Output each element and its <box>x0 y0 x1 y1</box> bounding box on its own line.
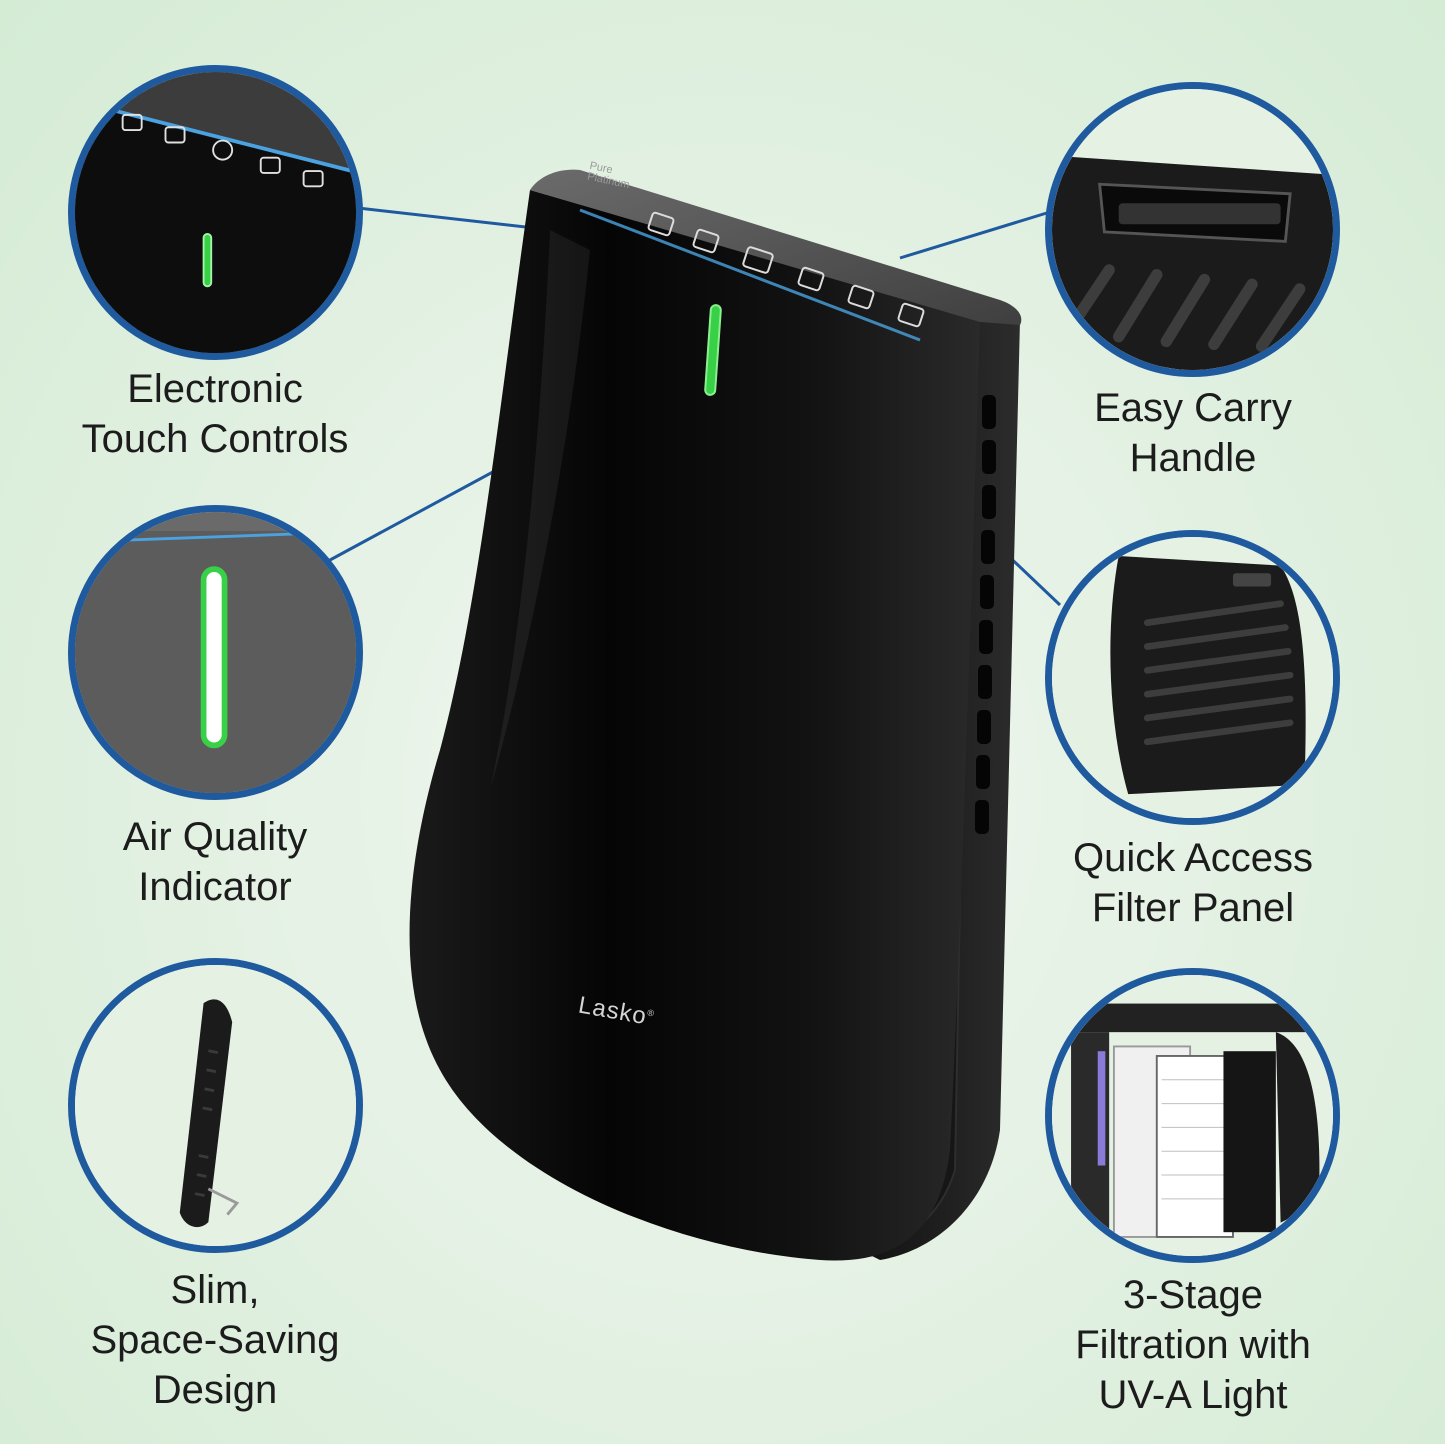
callout-air-quality <box>68 505 363 800</box>
top-control-panel <box>530 169 1022 325</box>
callout-filter-panel <box>1045 530 1340 825</box>
air-quality-light <box>704 304 722 396</box>
front-body <box>409 190 981 1261</box>
callout-touch-controls <box>68 65 363 360</box>
touch-control-icons <box>647 211 925 328</box>
caption-slim-design: Slim, Space-Saving Design <box>90 1268 340 1412</box>
caption-air-quality: Air Quality Indicator <box>122 815 308 909</box>
callout-slim-design <box>68 958 363 1253</box>
callout-filtration <box>1045 968 1340 1263</box>
callout-carry-handle <box>1045 82 1340 377</box>
caption-filter-panel: Quick Access Filter Panel <box>1072 836 1314 930</box>
caption-carry-handle: Easy Carry Handle <box>1094 386 1292 480</box>
caption-filtration: 3-Stage Filtration with UV-A Light <box>1075 1273 1311 1417</box>
air-purifier-product <box>409 169 1022 1261</box>
side-vents <box>975 395 996 834</box>
indicator-closeup <box>202 232 213 288</box>
caption-touch-controls: Electronic Touch Controls <box>81 367 349 461</box>
